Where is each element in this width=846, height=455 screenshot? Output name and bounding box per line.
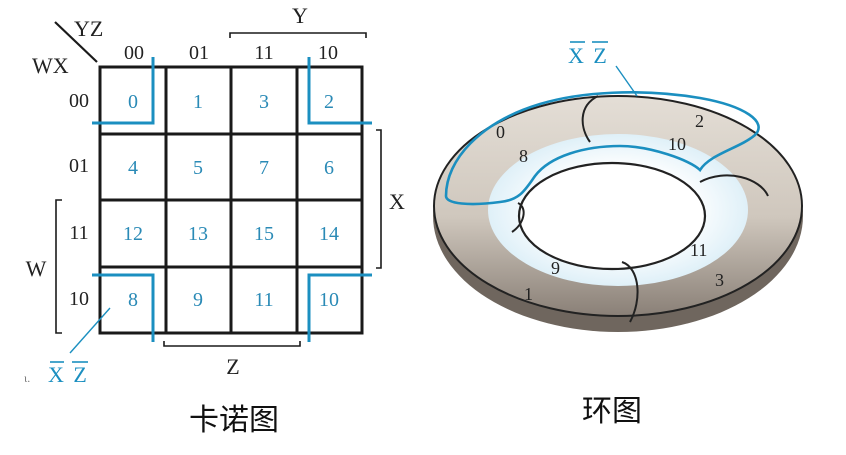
kmap-cell: 12 bbox=[123, 223, 143, 245]
column-headers: 00 01 11 10 bbox=[124, 42, 338, 64]
torus-group-outline bbox=[444, 91, 760, 206]
torus-number: 8 bbox=[519, 146, 528, 166]
kmap-cell: 4 bbox=[128, 157, 138, 179]
brace-label-x: X bbox=[389, 189, 405, 214]
torus-segment-lines bbox=[511, 95, 769, 323]
kmap-cell: 11 bbox=[254, 289, 273, 311]
kmap-cell: 15 bbox=[254, 223, 274, 245]
kmap-cell: 5 bbox=[193, 157, 203, 179]
row-headers: 00 01 11 10 bbox=[69, 90, 89, 310]
row-header: 01 bbox=[69, 155, 89, 177]
torus-term-label: X Z bbox=[568, 43, 609, 68]
corner-label-yz: YZ bbox=[74, 16, 103, 41]
kmap-cell: 13 bbox=[188, 223, 208, 245]
torus-number: 2 bbox=[695, 111, 704, 131]
corner-diagonal bbox=[54, 21, 98, 63]
kmap-cell: 8 bbox=[128, 289, 138, 311]
kmap-cell: 7 bbox=[259, 157, 269, 179]
brace-label-w: W bbox=[26, 256, 47, 281]
torus-caption: 环图 bbox=[582, 394, 642, 429]
torus-number: 1 bbox=[524, 284, 533, 304]
torus-number: 11 bbox=[690, 240, 707, 260]
kmap-cell: 14 bbox=[319, 223, 339, 245]
corner-group-brackets bbox=[92, 57, 372, 342]
kmap-grid bbox=[98, 65, 364, 335]
torus-term-leader bbox=[615, 65, 638, 97]
karnaugh-map: YZ WX 00 01 11 10 00 01 11 10 0 bbox=[24, 3, 405, 438]
kmap-cell: 0 bbox=[128, 91, 138, 113]
kmap-cell: 2 bbox=[324, 91, 334, 113]
torus-diagram: X Z 0 2 8 10 9 11 1 3 环图 bbox=[433, 41, 803, 429]
torus-numbers: 0 2 8 10 9 11 1 3 bbox=[496, 111, 724, 304]
brace-label-z: Z bbox=[226, 354, 239, 379]
kmap-cells: 0 1 3 2 4 5 7 6 12 13 15 14 8 9 11 10 bbox=[123, 91, 339, 311]
col-header: 00 bbox=[124, 42, 144, 64]
kmap-term-label: X Z bbox=[48, 362, 89, 387]
kmap-cell: 6 bbox=[324, 157, 334, 179]
row-header: 10 bbox=[69, 288, 89, 310]
brace-lines bbox=[55, 32, 382, 347]
col-header: 10 bbox=[318, 42, 338, 64]
col-header: 01 bbox=[189, 42, 209, 64]
torus-number: 9 bbox=[551, 258, 560, 278]
torus-number: 0 bbox=[496, 122, 505, 142]
kmap-caption: 卡诺图 bbox=[189, 403, 279, 438]
kmap-cell: 3 bbox=[259, 91, 269, 113]
stray-mark: ι. bbox=[24, 371, 30, 385]
row-header: 00 bbox=[69, 90, 89, 112]
torus-hole bbox=[517, 161, 707, 271]
brace-label-y: Y bbox=[292, 3, 308, 28]
torus-number: 10 bbox=[668, 134, 686, 154]
col-header: 11 bbox=[254, 42, 273, 64]
kmap-cell: 9 bbox=[193, 289, 203, 311]
term-leader-line bbox=[69, 307, 111, 354]
corner-label-wx: WX bbox=[32, 53, 69, 78]
kmap-cell: 1 bbox=[193, 91, 203, 113]
kmap-cell: 10 bbox=[319, 289, 339, 311]
row-header: 11 bbox=[69, 222, 88, 244]
torus-number: 3 bbox=[715, 270, 724, 290]
